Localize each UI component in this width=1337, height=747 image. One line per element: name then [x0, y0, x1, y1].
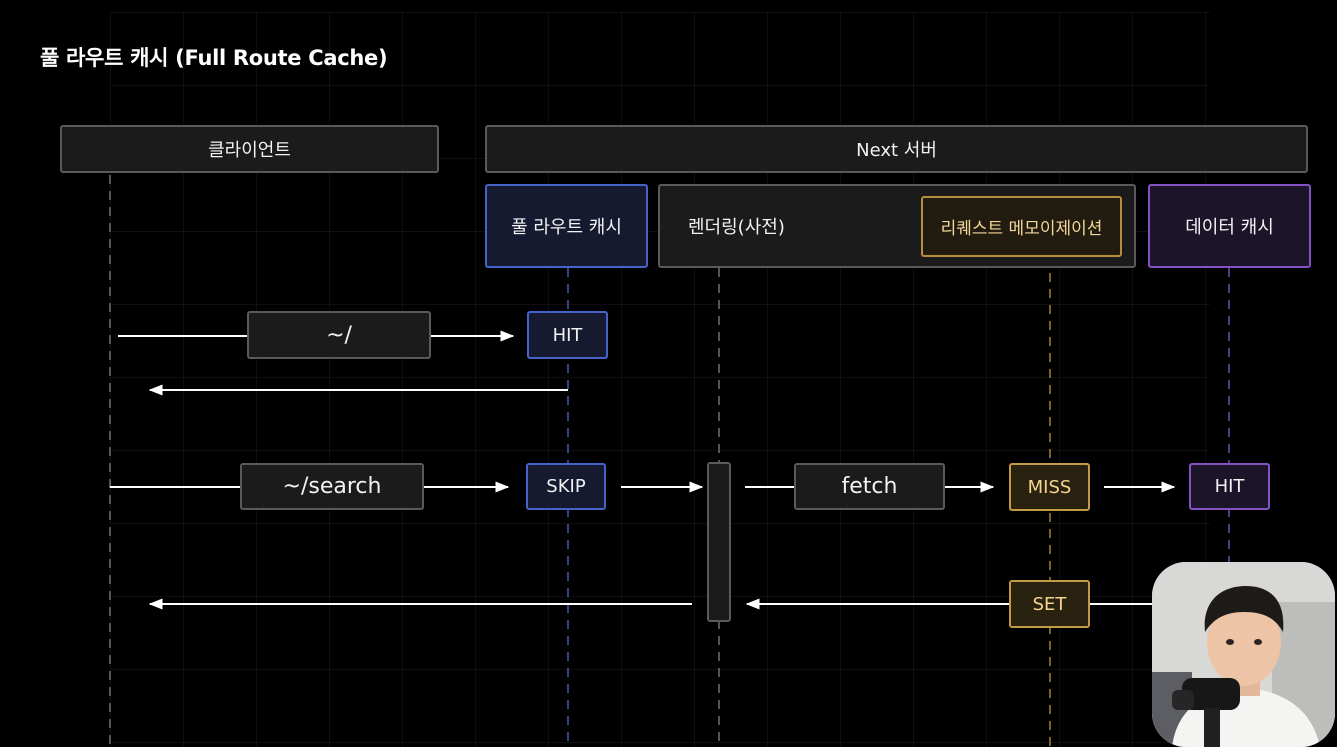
client-header-label: 클라이언트	[208, 140, 291, 161]
data-cache-label: 데이터 캐시	[1185, 217, 1274, 238]
full-route-cache-hit-badge: HIT	[527, 311, 608, 359]
request-memo-miss-badge: MISS	[1009, 463, 1090, 511]
request-path-search: ~/search	[240, 463, 424, 510]
client-header: 클라이언트	[60, 125, 439, 173]
server-header: Next 서버	[485, 125, 1308, 173]
request-path-root-label: ~/	[326, 322, 352, 348]
request-path-root: ~/	[247, 311, 431, 359]
arrows	[110, 330, 1176, 610]
full-route-cache-skip-badge: SKIP	[526, 463, 606, 510]
request-memo-box: 리퀘스트 메모이제이션	[921, 196, 1122, 257]
request-path-search-label: ~/search	[282, 474, 382, 499]
full-route-cache-hit-label: HIT	[552, 324, 583, 346]
fetch-box: fetch	[794, 463, 945, 510]
full-route-cache-box: 풀 라우트 캐시	[485, 184, 648, 268]
presenter-webcam	[1152, 562, 1335, 747]
data-cache-hit-label: HIT	[1214, 476, 1245, 497]
rendering-label: 렌더링(사전)	[688, 217, 785, 238]
data-cache-hit-badge: HIT	[1189, 463, 1270, 510]
presenter-image	[1152, 562, 1335, 747]
full-route-cache-skip-label: SKIP	[546, 476, 586, 497]
page-title: 풀 라우트 캐시 (Full Route Cache)	[40, 46, 388, 70]
rendering-activation-bar	[707, 462, 731, 622]
request-memo-miss-label: MISS	[1027, 476, 1072, 498]
request-memo-label: 리퀘스트 메모이제이션	[940, 219, 1103, 239]
full-route-cache-label: 풀 라우트 캐시	[511, 217, 622, 238]
request-memo-set-badge: SET	[1009, 580, 1090, 628]
request-memo-set-label: SET	[1032, 593, 1067, 615]
fetch-label: fetch	[841, 474, 898, 499]
data-cache-box: 데이터 캐시	[1148, 184, 1311, 268]
server-header-label: Next 서버	[856, 140, 937, 161]
